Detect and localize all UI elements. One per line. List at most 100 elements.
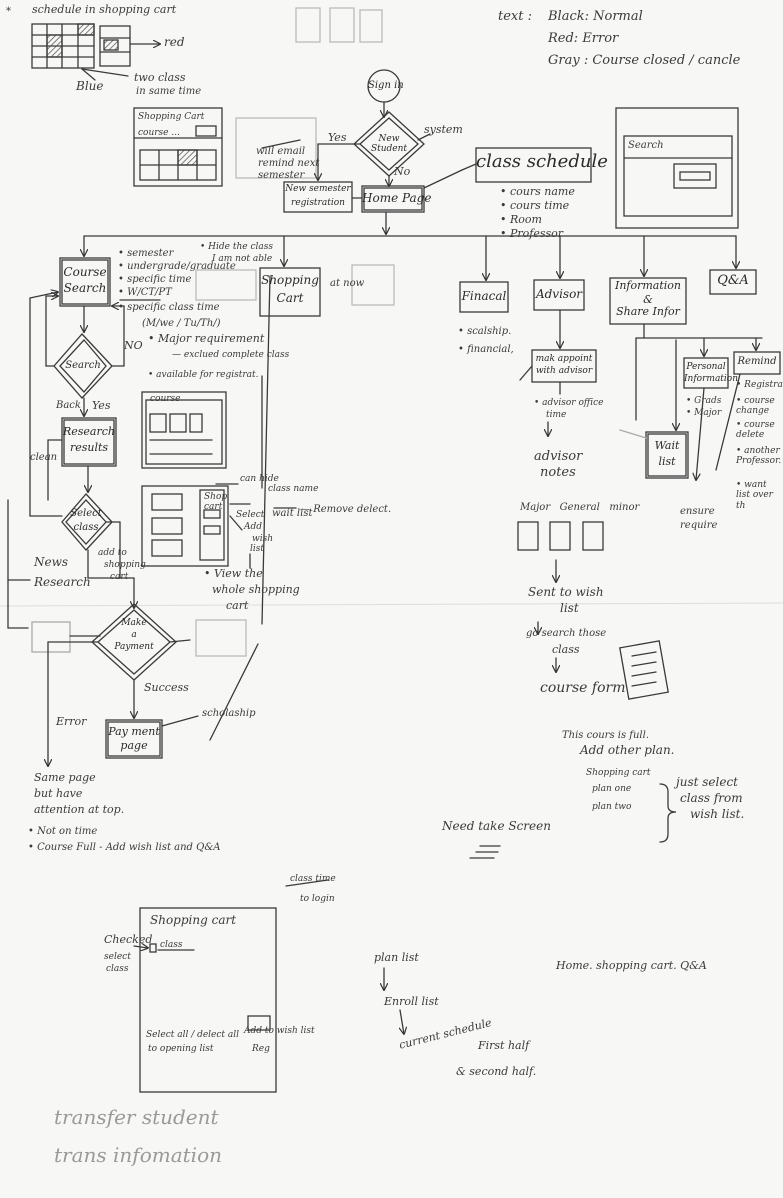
remind-label: Remind: [737, 356, 777, 367]
remind-box: [733, 351, 781, 375]
research-results-box: [61, 417, 117, 467]
office-time-2: time: [546, 410, 567, 420]
mini-cart-title: Shopping Cart: [138, 112, 205, 122]
remind-item-4: • another Professor.: [736, 446, 782, 467]
add-to-wish-label: Add to wish list: [244, 1026, 315, 1036]
bottom-cart-sketch: [133, 907, 277, 1093]
scholarship-label: scholaship: [202, 708, 256, 719]
home-page-box: [361, 185, 425, 213]
error-item-2: • Course Full - Add wish list and Q&A: [28, 842, 221, 853]
option-1: • semester: [118, 248, 174, 259]
wait-list-note: wait list: [272, 508, 313, 519]
information-label-1: Information: [614, 279, 682, 292]
sign-in-label: Sign in: [368, 80, 404, 91]
news-research-1: News: [34, 555, 69, 569]
class-time-1: class time: [290, 874, 336, 884]
information-box: [609, 277, 687, 325]
legend-gray: Gray : Course closed / cancle: [548, 53, 741, 68]
wait-list-label-2: list: [658, 455, 676, 468]
search-decision: [53, 333, 113, 399]
search-sketch: [615, 107, 739, 229]
go-search-1: go search those: [526, 628, 607, 639]
new-student-decision: [359, 117, 419, 171]
shopping-cart-label-2: Cart: [276, 291, 304, 305]
error-label: Error: [56, 715, 87, 728]
search-decision-label: Search: [65, 360, 101, 371]
error-item-1: • Not on time: [28, 826, 98, 837]
personal-info-box: [683, 357, 729, 389]
opening-list-label: to opening list: [148, 1044, 214, 1054]
advisor-notes-2: notes: [540, 465, 576, 480]
option-6: (M/we / Tu/Th/): [142, 318, 221, 329]
red-label: red: [164, 35, 185, 49]
personal-label-1: Personal: [686, 362, 726, 372]
select-class-decision: [61, 493, 113, 551]
advisor-columns: Major General minor: [520, 502, 640, 513]
make-payment-label-2: a: [131, 630, 137, 640]
wait-list-box: [645, 431, 689, 479]
news-research-2: Research: [34, 575, 91, 589]
faint-sketches: [195, 7, 395, 657]
search-no-label: NO: [124, 339, 143, 352]
add-to-cart-2: shopping: [104, 560, 146, 570]
make-payment-label-3: Payment: [114, 642, 154, 652]
schedule-title: schedule in shopping cart: [32, 3, 177, 16]
mini-cart-label: cart: [204, 502, 223, 512]
news-research-box: [31, 621, 71, 653]
need-screen-label: Need take Screen: [442, 819, 551, 833]
appointment-label-2: with advisor: [535, 366, 593, 376]
yes-label: Yes: [328, 131, 347, 144]
course-search-label-1: Course: [63, 265, 107, 279]
shopping-cart-label-1: Shopping: [261, 273, 319, 287]
personal-item-2: • Major: [686, 408, 722, 418]
bottom-cart-title: Shopping cart: [150, 913, 237, 927]
option-4: • W/CT/PT: [118, 287, 172, 298]
payment-page-label-1: Pay ment: [108, 725, 160, 738]
full-note-1: This cours is full.: [562, 730, 649, 741]
back-label: Back: [56, 400, 81, 411]
schedule-item-4: • Professor: [500, 227, 564, 240]
remove-note: — Remove delect.: [300, 504, 392, 515]
error-note-2: but have: [34, 787, 83, 800]
payment-page-label-2: page: [120, 739, 148, 752]
legend-title: text :: [498, 9, 532, 24]
plan-one: plan one: [592, 784, 632, 794]
add-to-cart-3: cart: [110, 572, 129, 582]
new-semester-registration-box: [283, 181, 353, 213]
select-mini-screen: [141, 485, 229, 567]
ensure-label-2: require: [680, 520, 718, 531]
financial-item-2: • financial,: [458, 344, 514, 355]
plan-step-2: Enroll list: [384, 995, 439, 1008]
email-note-1: will email: [256, 146, 306, 157]
bottom-select-1: select: [104, 952, 131, 962]
action-list: list: [250, 544, 264, 554]
add-to-cart-1: add to: [98, 548, 127, 558]
bottom-select-2: class: [106, 964, 129, 974]
personal-label-2: Information: [684, 374, 739, 384]
option-5: • specific class time: [118, 302, 220, 313]
schedule-item-1: • cours name: [500, 185, 575, 198]
transfer-student: transfer student: [54, 1105, 219, 1129]
email-note-2: remind next: [258, 158, 320, 169]
plan-step-5: & second half.: [456, 1065, 537, 1078]
email-note-3: semester: [258, 170, 305, 181]
advisor-notes-1: advisor: [534, 449, 583, 464]
sent-wish-1: Sent to wish: [528, 585, 604, 599]
blue-label: Blue: [76, 79, 104, 93]
action-select: Select: [236, 510, 265, 520]
action-add: Add: [244, 522, 263, 532]
no-label: No: [394, 165, 411, 178]
new-student-label: New Student: [370, 134, 408, 155]
class-schedule-box: [475, 147, 592, 183]
schedule-item-2: • cours time: [500, 199, 570, 212]
nav-note: Home. shopping cart. Q&A: [556, 959, 707, 972]
registration-label-1: New semester: [285, 184, 351, 194]
mini-cart-sketch: [133, 107, 223, 187]
option-9: • available for registrat.: [148, 370, 259, 380]
reg-label: Reg: [252, 1044, 270, 1054]
home-page-label: Home Page: [362, 191, 432, 205]
select-class-label-1: Select: [70, 508, 102, 519]
option-7: • Major requirement: [148, 332, 265, 345]
class-schedule-label: class schedule: [476, 151, 608, 172]
select-all-label: Select all / delect all: [146, 1030, 240, 1040]
